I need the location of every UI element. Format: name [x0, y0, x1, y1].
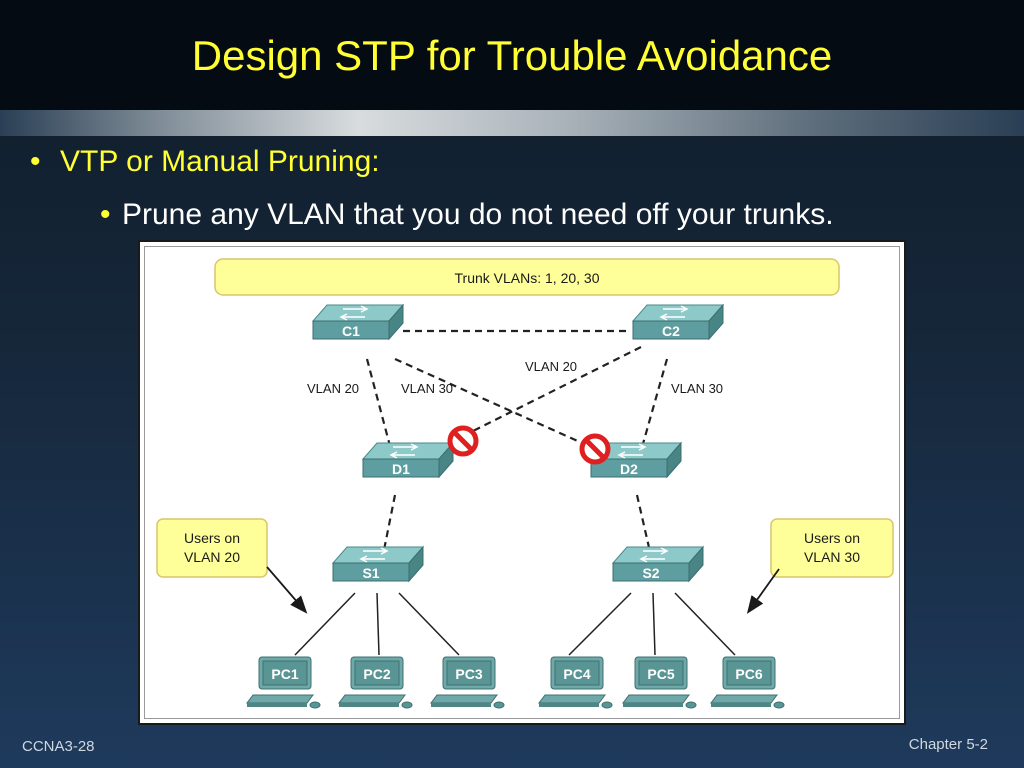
bullet-text: VTP or Manual Pruning: — [60, 145, 380, 178]
callout-left: Users on VLAN 20 — [156, 518, 308, 614]
access-links — [294, 592, 736, 656]
pc-label: PC6 — [735, 666, 762, 682]
label-c1-d1: VLAN 20 — [307, 381, 359, 396]
switch-label: C1 — [342, 323, 360, 339]
bullet-dot: • — [100, 198, 111, 231]
callout-line: VLAN 30 — [804, 549, 860, 565]
topology-svg: Trunk VLANs: 1, 20, 30 VLA — [156, 258, 894, 709]
switch-label: S2 — [642, 565, 659, 581]
switch-s1[interactable]: S1 — [332, 545, 424, 583]
switch-label: D2 — [620, 461, 638, 477]
switch-c1[interactable]: C1 — [312, 303, 404, 341]
prohibited-icon — [447, 425, 479, 457]
pc-2[interactable]: PC2 — [338, 656, 413, 709]
title-divider — [0, 110, 1024, 136]
label-c1-d2: VLAN 30 — [401, 381, 453, 396]
pc-1[interactable]: PC1 — [246, 656, 321, 709]
link-c2-d2 — [635, 358, 669, 466]
footer-course-code: CCNA3-28 — [22, 738, 95, 755]
title-bar — [0, 0, 1024, 110]
pc-label: PC2 — [363, 666, 390, 682]
links — [365, 329, 669, 566]
switch-c2[interactable]: C2 — [632, 303, 724, 341]
switch-label: D1 — [392, 461, 410, 477]
switch-label: S1 — [362, 565, 379, 581]
pc-label: PC4 — [563, 666, 590, 682]
callout-arrow — [266, 566, 308, 614]
prohibited-icon — [579, 433, 611, 465]
footer-chapter: Chapter 5-2 — [908, 736, 988, 753]
switch-label: C2 — [662, 323, 680, 339]
label-c2-d2: VLAN 30 — [671, 381, 723, 396]
label-c2-d1: VLAN 20 — [525, 359, 577, 374]
callout-line: Users on — [804, 530, 860, 546]
callout-arrow — [746, 568, 780, 614]
pc-6[interactable]: PC6 — [710, 656, 785, 709]
network-diagram: Trunk VLANs: 1, 20, 30 VLA — [138, 240, 906, 725]
bullet-text: Prune any VLAN that you do not need off … — [122, 198, 834, 231]
diagram-canvas: Trunk VLANs: 1, 20, 30 VLA — [144, 246, 900, 719]
switch-s2[interactable]: S2 — [612, 545, 704, 583]
trunk-vlans-banner: Trunk VLANs: 1, 20, 30 — [214, 258, 840, 296]
switch-d1[interactable]: D1 — [362, 441, 454, 479]
callout-line: VLAN 20 — [184, 549, 240, 565]
pc-4[interactable]: PC4 — [538, 656, 613, 709]
pc-label: PC1 — [271, 666, 298, 682]
pc-5[interactable]: PC5 — [622, 656, 697, 709]
pc-3[interactable]: PC3 — [430, 656, 505, 709]
pc-label: PC3 — [455, 666, 482, 682]
slide-title: Design STP for Trouble Avoidance — [191, 32, 833, 79]
banner-text: Trunk VLANs: 1, 20, 30 — [455, 270, 600, 286]
bullet-dot: • — [30, 145, 41, 178]
callout-right: Users on VLAN 30 — [746, 518, 894, 614]
callout-line: Users on — [184, 530, 240, 546]
bullet-level2: • Prune any VLAN that you do not need off… — [100, 195, 834, 235]
link-c2-d1 — [460, 346, 642, 438]
link-c1-d1 — [365, 358, 397, 466]
pc-label: PC5 — [647, 666, 674, 682]
switch-d2[interactable]: D2 — [590, 441, 682, 479]
bullet-level1: • VTP or Manual Pruning: — [30, 142, 380, 182]
